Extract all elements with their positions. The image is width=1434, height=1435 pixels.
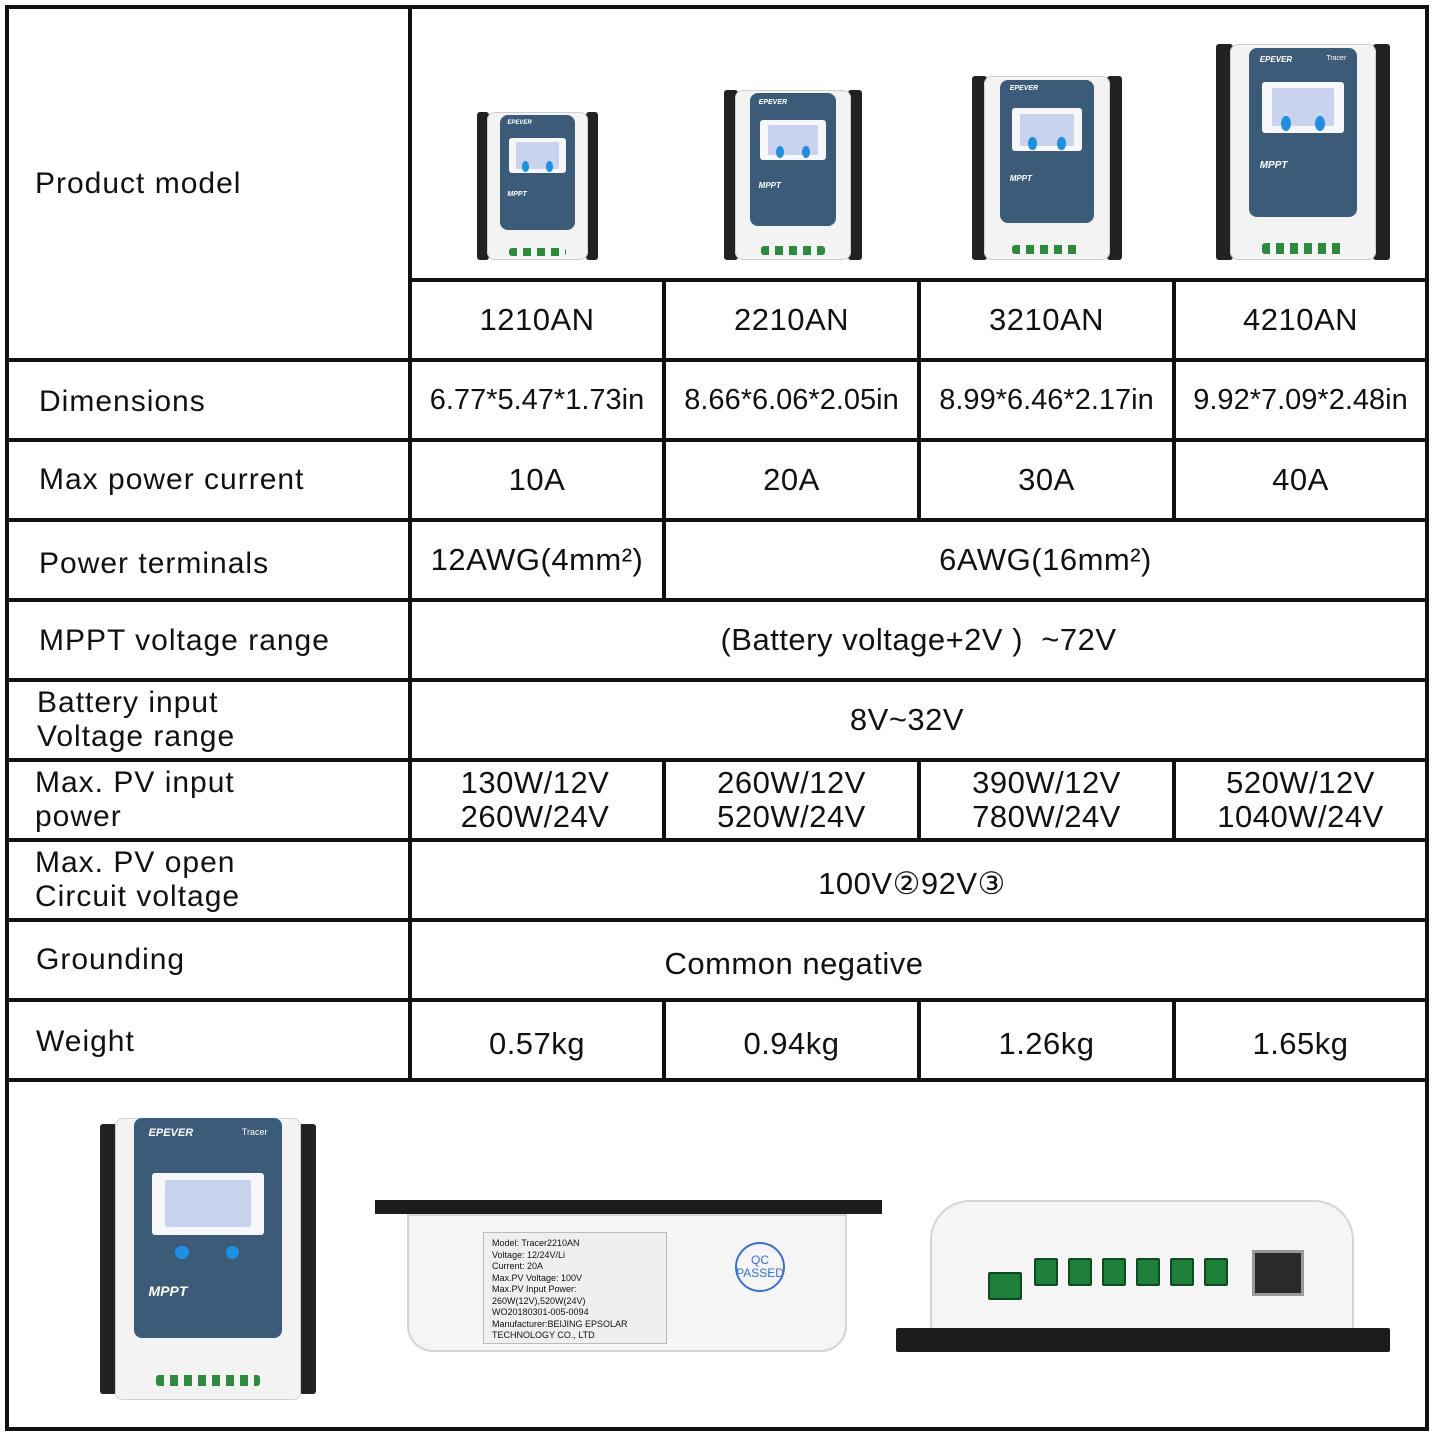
mppt-voltage-value: (Battery voltage+2V ) ~72V [720,622,1117,657]
terminal-icon [1068,1258,1092,1286]
column-divider [1172,278,1176,442]
terminal-value: 6AWG(16mm²) [939,542,1152,577]
weight-value: 1.65kg [1252,1026,1349,1061]
epever-logo: EPEVER [148,1126,194,1139]
terminal-icon [1136,1258,1160,1286]
row-label-power-terminals: Power terminals [39,547,270,580]
current-value: 40A [1272,462,1329,497]
pv-input-value: 130W/12V 260W/24V [460,765,610,834]
grounding-value: Common negative [664,946,924,981]
column-divider [662,438,666,602]
model-name: 3210AN [988,302,1105,337]
row-divider [5,1078,1429,1082]
epever-logo: EPEVER [1009,85,1039,93]
pv-input-value: 390W/12V 780W/24V [972,765,1121,834]
row-label-dimensions: Dimensions [39,385,206,418]
column-divider [408,5,412,1082]
row-divider [5,358,1429,362]
battery-input-value: 8V~32V [849,702,965,737]
column-divider [917,278,921,442]
controller-front-photo: EPEVER Tracer MPPT [100,1118,316,1418]
dimensions-value: 9.92*7.09*2.48in [1193,384,1408,416]
column-divider [917,998,921,1082]
row-label-max-pv-open: Max. PV open Circuit voltage [35,846,241,913]
weight-value: 0.57kg [488,1026,586,1061]
row-divider [5,438,1429,442]
spec-table-frame [5,5,1429,1431]
column-divider [1172,758,1176,842]
terminal-value: 12AWG(4mm²) [430,542,644,577]
row-label-grounding: Grounding [36,943,186,976]
terminal-icon [988,1272,1022,1300]
row-divider [5,678,1429,682]
epever-logo: EPEVER [1259,55,1293,65]
rj45-port-icon [1252,1250,1304,1296]
pv-open-voltage-value: 100V②92V③ [818,866,1006,901]
row-label-max-power-current: Max power current [39,463,305,496]
terminal-icon [1204,1258,1228,1286]
controller-image-2210an: EPEVER MPPT [724,90,862,260]
column-divider [1172,998,1176,1082]
row-divider [5,758,1429,762]
current-value: 10A [508,462,566,497]
column-divider [917,758,921,842]
row-divider [5,918,1429,922]
pv-input-value: 260W/12V 520W/24V [717,765,866,834]
product-label-sticker: Model: Tracer2210AN Voltage: 12/24V/Li C… [483,1232,667,1344]
terminal-icon [1170,1258,1194,1286]
row-divider [5,838,1429,842]
weight-value: 1.26kg [998,1026,1095,1061]
model-name: 4210AN [1242,302,1359,337]
column-divider [662,278,666,442]
controller-image-1210an: EPEVER MPPT [477,112,598,260]
terminal-icon [1102,1258,1126,1286]
model-name: 1210AN [479,302,595,337]
dimensions-value: 8.99*6.46*2.17in [939,384,1154,416]
current-value: 20A [763,462,820,497]
dimensions-value: 6.77*5.47*1.73in [429,384,645,416]
weight-value: 0.94kg [743,1026,840,1061]
row-divider [5,518,1429,522]
epever-logo: EPEVER [507,119,532,126]
row-label-product-model: Product model [35,166,242,200]
row-divider [5,998,1429,1002]
current-value: 30A [1018,462,1075,497]
dimensions-value: 8.66*6.06*2.05in [684,384,899,416]
epever-logo: EPEVER [758,98,788,106]
row-divider [5,598,1429,602]
row-label-battery-input: Battery input Voltage range [37,686,236,753]
controller-back-photo: Model: Tracer2210AN Voltage: 12/24V/Li C… [375,1198,882,1358]
pv-input-value: 520W/12V 1040W/24V [1217,765,1384,834]
terminal-icon [1034,1258,1058,1286]
row-label-max-pv-input: Max. PV input power [35,766,235,833]
model-name: 2210AN [733,302,850,337]
controller-image-4210an: EPEVER Tracer MPPT [1216,44,1390,260]
row-label-weight: Weight [36,1025,135,1058]
row-label-mppt-voltage-range: MPPT voltage range [39,624,330,657]
controller-image-3210an: EPEVER MPPT [972,76,1122,260]
column-divider [1172,438,1176,522]
controller-side-photo [896,1200,1390,1356]
column-divider [662,758,666,842]
qc-passed-stamp: QC PASSED [735,1242,785,1292]
column-divider [917,438,921,522]
column-divider [662,998,666,1082]
